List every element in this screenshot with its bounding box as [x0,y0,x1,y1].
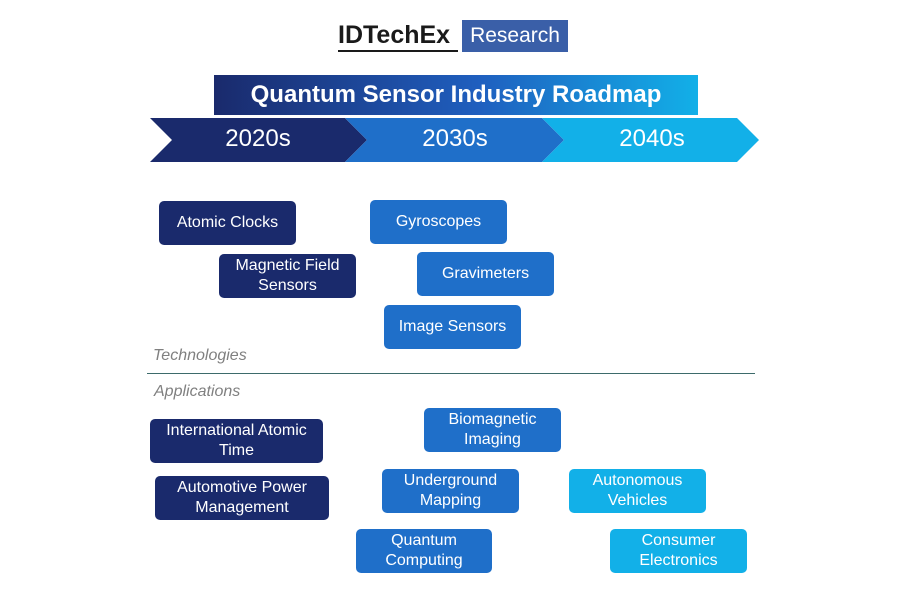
app-underground-mapping: Underground Mapping [382,469,519,513]
chevron-2030s [345,118,564,162]
idtechex-logo: IDTechEx Research [338,20,568,52]
roadmap-title: Quantum Sensor Industry Roadmap [214,75,698,115]
app-international-atomic-time: International Atomic Time [150,419,323,463]
decade-label-2040s: 2040s [619,125,685,152]
tech-magnetic-field-sensors: Magnetic Field Sensors [219,254,356,298]
chevron-2020s [150,118,367,162]
app-automotive-power-management: Automotive Power Management [155,476,329,520]
section-divider [147,373,755,374]
logo-tag: Research [462,20,568,52]
tech-image-sensors: Image Sensors [384,305,521,349]
tech-gravimeters: Gravimeters [417,252,554,296]
chevron-2040s [542,118,759,162]
decade-label-2030s: 2030s [422,125,488,152]
applications-section-label: Applications [154,383,241,400]
logo-brand: IDTechEx [338,20,459,52]
app-consumer-electronics: Consumer Electronics [610,529,747,573]
app-quantum-computing: Quantum Computing [356,529,492,573]
decade-label-2020s: 2020s [225,125,291,152]
tech-gyroscopes: Gyroscopes [370,200,507,244]
app-biomagnetic-imaging: Biomagnetic Imaging [424,408,561,452]
technologies-section-label: Technologies [153,347,247,364]
tech-atomic-clocks: Atomic Clocks [159,201,296,245]
app-autonomous-vehicles: Autonomous Vehicles [569,469,706,513]
